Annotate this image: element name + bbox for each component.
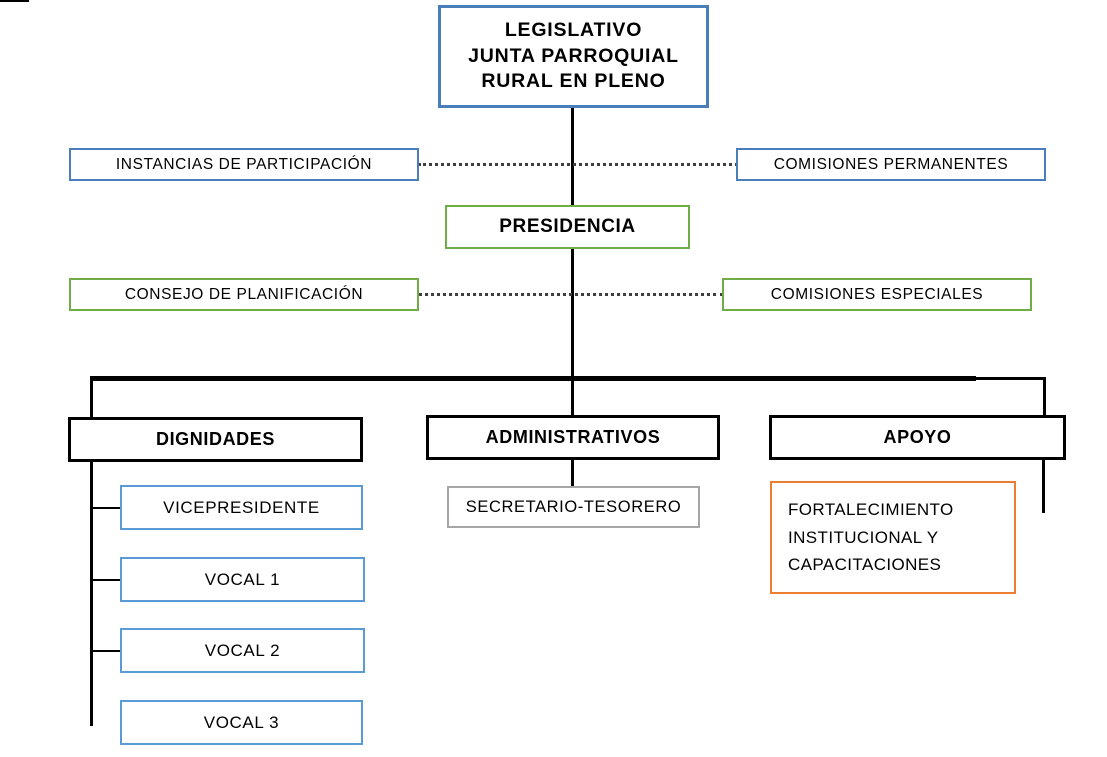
node-vicepresidente-label: VICEPRESIDENTE — [163, 497, 320, 517]
node-legislativo-line-1: LEGISLATIVO — [504, 18, 643, 41]
connector-horizontal-bus — [90, 376, 976, 381]
node-instancias-de-participacion[interactable]: INSTANCIAS DE PARTICIPACIÓN — [69, 148, 419, 181]
node-consejo-de-planificacion[interactable]: CONSEJO DE PLANIFICACIÓN — [69, 278, 419, 311]
node-administrativos-label: ADMINISTRATIVOS — [485, 427, 661, 448]
connector-spine-to-vicepresidente — [92, 507, 121, 509]
node-comisiones-especiales[interactable]: COMISIONES ESPECIALES — [722, 278, 1032, 311]
connector-bus-to-apoyo — [1043, 378, 1046, 415]
node-vocal-2-label: VOCAL 2 — [204, 640, 281, 660]
node-vocal-1-label: VOCAL 1 — [204, 569, 281, 589]
node-fortalecimiento-line-3: CAPACITACIONES — [788, 555, 942, 575]
node-comisiones-permanentes[interactable]: COMISIONES PERMANENTES — [736, 148, 1046, 181]
node-legislativo[interactable]: LEGISLATIVO JUNTA PARROQUIAL RURAL EN PL… — [438, 5, 709, 108]
node-secretario-tesorero[interactable]: SECRETARIO-TESORERO — [447, 486, 700, 528]
node-instancias-label: INSTANCIAS DE PARTICIPACIÓN — [115, 155, 373, 173]
connector-spine-to-vocal-2 — [92, 650, 121, 652]
node-legislativo-line-3: RURAL EN PLENO — [481, 70, 666, 93]
node-dignidades[interactable]: DIGNIDADES — [68, 417, 363, 462]
connector-legislativo-to-presidencia — [571, 108, 574, 205]
node-comisiones-especiales-label: COMISIONES ESPECIALES — [770, 285, 984, 303]
node-secretario-tesorero-label: SECRETARIO-TESORERO — [465, 497, 682, 516]
node-fortalecimiento-line-1: FORTALECIMIENTO — [788, 500, 954, 520]
connector-bus-to-dignidades — [90, 378, 93, 417]
node-fortalecimiento-label: FORTALECIMIENTO INSTITUCIONAL Y CAPACITA… — [788, 496, 954, 579]
node-dignidades-label: DIGNIDADES — [155, 429, 275, 450]
connector-administrativos-to-secretario — [571, 460, 574, 487]
node-administrativos[interactable]: ADMINISTRATIVOS — [426, 415, 720, 460]
connector-dotted-participacion-comisiones — [418, 163, 738, 166]
node-fortalecimiento-line-2: INSTITUCIONAL Y — [788, 527, 939, 547]
node-vocal-1[interactable]: VOCAL 1 — [120, 557, 365, 602]
connector-dignidades-spine — [90, 462, 93, 726]
connector-horizontal-bus-extension — [973, 377, 1046, 380]
node-apoyo[interactable]: APOYO — [769, 415, 1066, 460]
node-consejo-label: CONSEJO DE PLANIFICACIÓN — [124, 285, 364, 303]
node-fortalecimiento-institucional[interactable]: FORTALECIMIENTO INSTITUCIONAL Y CAPACITA… — [770, 481, 1016, 594]
connector-dotted-consejo-comisiones-especiales — [418, 293, 724, 296]
node-vocal-3-label: VOCAL 3 — [203, 712, 280, 732]
node-apoyo-label: APOYO — [883, 427, 952, 448]
node-comisiones-permanentes-label: COMISIONES PERMANENTES — [773, 155, 1009, 173]
connector-bus-to-administrativos — [571, 378, 574, 415]
connector-apoyo-to-fortalecimiento — [0, 0, 29, 2]
node-presidencia-label: PRESIDENCIA — [499, 215, 636, 237]
node-legislativo-label: LEGISLATIVO JUNTA PARROQUIAL RURAL EN PL… — [468, 18, 679, 95]
node-presidencia[interactable]: PRESIDENCIA — [445, 205, 690, 249]
connector-spine-to-vocal-1 — [92, 579, 121, 581]
node-legislativo-line-2: JUNTA PARROQUIAL — [468, 44, 679, 67]
connector-apoyo-down — [1042, 460, 1045, 513]
node-vocal-2[interactable]: VOCAL 2 — [120, 628, 365, 673]
node-vocal-3[interactable]: VOCAL 3 — [120, 700, 363, 745]
node-vicepresidente[interactable]: VICEPRESIDENTE — [120, 485, 363, 530]
connector-presidencia-to-bus — [571, 249, 574, 378]
